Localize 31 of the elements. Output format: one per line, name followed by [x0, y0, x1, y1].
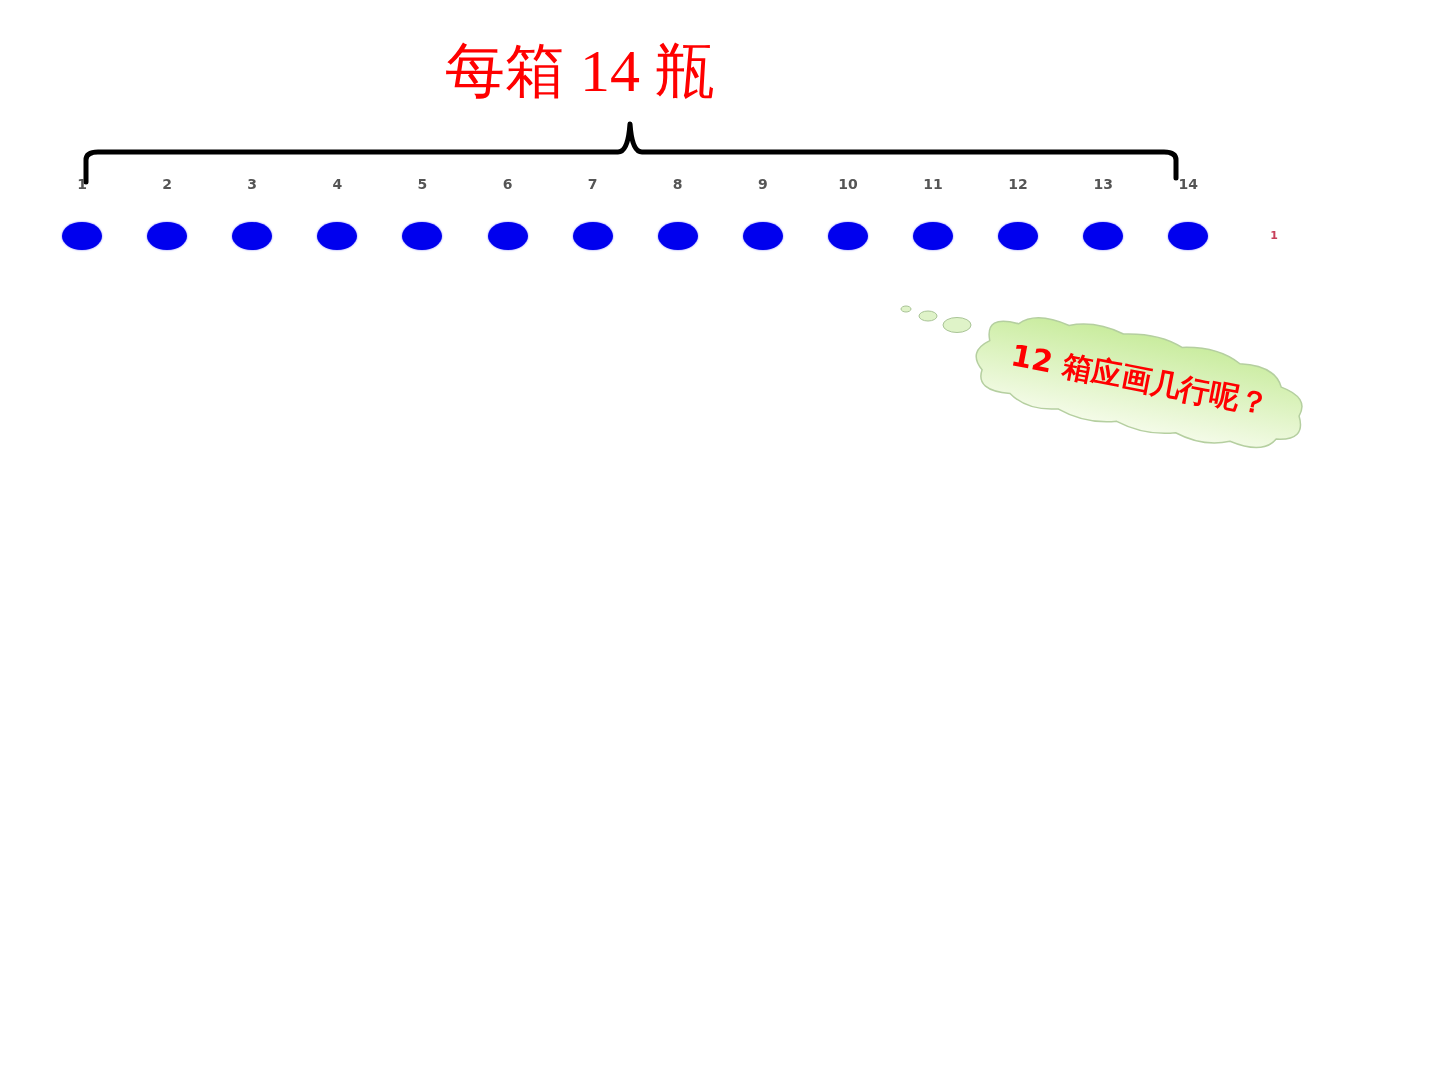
dot — [742, 222, 783, 250]
dot-number: 6 — [501, 177, 514, 191]
dot — [657, 222, 698, 250]
dot — [232, 222, 273, 250]
title: 每箱 14 瓶 — [444, 38, 716, 104]
dot-number: 10 — [837, 177, 859, 191]
dot-number: 11 — [922, 177, 944, 191]
stray-number: 1 — [1269, 229, 1279, 242]
dot-number: 12 — [1007, 177, 1029, 191]
dot — [402, 222, 443, 250]
dot — [487, 222, 528, 250]
dot-number: 13 — [1092, 177, 1114, 191]
dot-number: 7 — [586, 177, 599, 191]
dot — [317, 222, 358, 250]
dot — [827, 222, 868, 250]
dot — [998, 222, 1039, 250]
dot — [147, 222, 188, 250]
dot-number: 2 — [161, 177, 173, 191]
dot-number: 14 — [1177, 177, 1200, 191]
dot — [1168, 222, 1209, 250]
dot-number: 8 — [671, 177, 684, 191]
dot-number: 4 — [331, 177, 344, 191]
dot — [1083, 222, 1124, 250]
dot — [62, 222, 102, 250]
question-text: 12 箱应画几行呢？ — [1007, 335, 1273, 424]
dot — [572, 222, 613, 250]
dot-number: 5 — [416, 177, 429, 191]
dot-number: 9 — [756, 177, 769, 191]
dot-number: 1 — [76, 177, 88, 191]
dot-number: 3 — [246, 177, 259, 191]
dot — [913, 222, 953, 250]
